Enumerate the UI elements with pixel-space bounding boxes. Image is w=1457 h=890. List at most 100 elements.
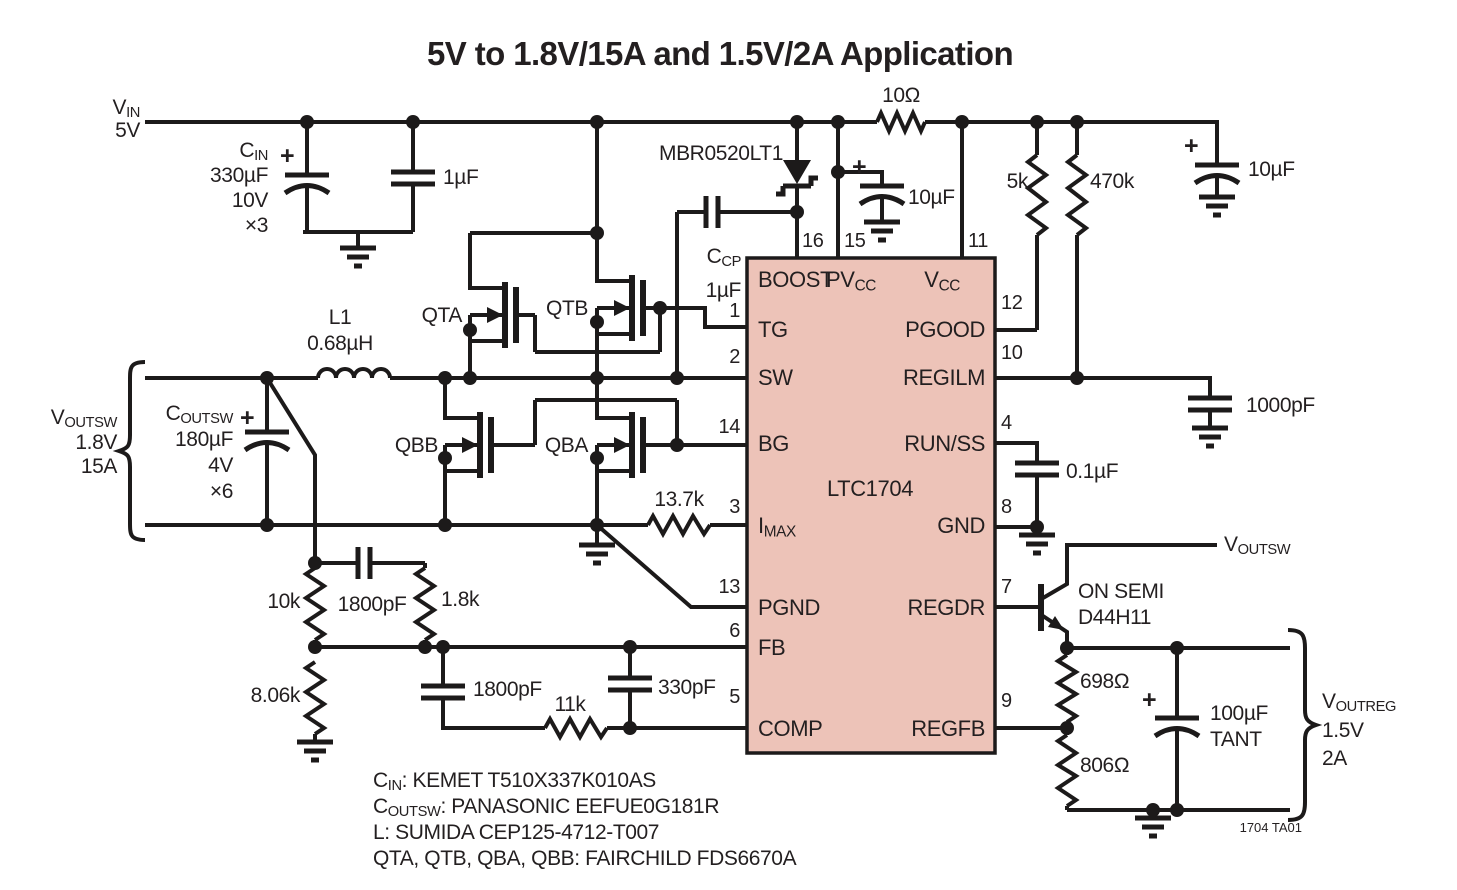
pgnd-rail <box>145 511 747 539</box>
ground-symbols <box>297 194 1235 839</box>
vin-label: VIN <box>112 96 141 122</box>
runss-gnd-branch <box>995 441 1059 535</box>
pvcc-cap-value: 10µF <box>908 186 955 209</box>
r806-value: 806Ω <box>1080 754 1130 777</box>
pin-number-14: 14 <box>718 416 741 438</box>
pin-number-6: 6 <box>729 620 740 642</box>
cin-label: CIN <box>239 139 268 165</box>
voutsw-brace <box>112 360 146 542</box>
cout-plus: + <box>1142 686 1157 714</box>
regilm-branch <box>995 376 1232 428</box>
r13k7-value: 13.7k <box>654 488 704 511</box>
pin-number-3: 3 <box>729 496 740 518</box>
junction-dots <box>260 115 1184 817</box>
ic-pin-imax: IMAX <box>758 513 796 541</box>
coutsw-capacitor <box>243 378 291 525</box>
boost-diode <box>776 122 818 258</box>
voutreg-voltage: 1.5V <box>1322 719 1364 742</box>
vin-decoupling-cap <box>1193 162 1241 197</box>
ic-pin-boost: BOOST <box>758 267 834 292</box>
resistor-13.7k <box>646 511 712 539</box>
ic-name: LTC1704 <box>826 476 914 501</box>
ccp-label: CCP <box>706 245 742 271</box>
voutsw-left-current: 15A <box>80 455 118 478</box>
ccp-value: 1µF <box>705 279 742 302</box>
pin-number-11: 11 <box>968 230 988 252</box>
ic-pin-bg: BG <box>758 431 789 456</box>
inductor-l1 <box>316 367 392 379</box>
figure-tag: 1704 TA01 <box>1239 820 1302 835</box>
pin-number-13: 13 <box>718 576 741 598</box>
ic-pin-pgnd: PGND <box>758 595 820 620</box>
pin-number-5: 5 <box>729 686 740 708</box>
vin-value: 5V <box>115 119 140 142</box>
regilm-cap-value: 1000pF <box>1246 394 1315 417</box>
ic-pin-runss: RUN/SS <box>904 431 985 456</box>
r11k-value: 11k <box>554 693 586 716</box>
pvcc-branch <box>836 122 906 258</box>
coutsw-plus: + <box>240 404 255 432</box>
ccp-capacitor <box>675 196 797 378</box>
cin-qty: ×3 <box>244 214 269 237</box>
r698-value: 698Ω <box>1080 670 1130 693</box>
voutreg-label: VOUTREG <box>1322 690 1397 716</box>
qta-label: QTA <box>421 304 463 327</box>
ic-pin-regilm: REGILM <box>903 365 985 390</box>
runss-cap-value: 0.1µF <box>1066 460 1119 483</box>
ic-pin-fb: FB <box>758 635 786 660</box>
feedback-tap <box>265 376 317 563</box>
ic-ltc1704-body <box>745 256 997 755</box>
vcc-cap-value: 10µF <box>1248 158 1295 181</box>
pin-number-1: 1 <box>729 300 740 322</box>
diode-partnumber: MBR0520LT1 <box>658 142 783 165</box>
r10-value: 10Ω <box>882 84 920 107</box>
c1800a-value: 1800pF <box>337 593 407 616</box>
r1k8-value: 1.8k <box>441 588 480 611</box>
ic-pin-regfb: REGFB <box>911 716 985 741</box>
r8k06-value: 8.06k <box>250 684 301 707</box>
cout-value: 100µF <box>1210 702 1268 725</box>
cin-plus: + <box>280 142 295 170</box>
ic-pin-vcc: VCC <box>924 267 960 295</box>
resistor-470k <box>1064 122 1090 378</box>
bypass-cap-value: 1µF <box>443 166 479 189</box>
pin-number-7: 7 <box>1001 576 1012 598</box>
coutsw-value: 180µF <box>175 428 233 451</box>
input-capacitors <box>283 122 435 248</box>
cin-voltage: 10V <box>231 189 269 212</box>
l1-value: 0.68µH <box>307 332 373 355</box>
mosfet-qbb <box>443 378 494 525</box>
pvcc-cap-plus: + <box>852 153 867 181</box>
qba-label: QBA <box>544 434 589 457</box>
ic-pin-pvcc: PVCC <box>826 267 876 295</box>
compensation-network <box>421 647 747 742</box>
coutsw-qty: ×6 <box>209 480 234 503</box>
bg-net <box>491 398 747 447</box>
qbb-label: QBB <box>394 434 439 457</box>
pin-number-4: 4 <box>1001 412 1012 434</box>
note-mosfets: QTA, QTB, QBA, QBB: FAIRCHILD FDS6670A <box>373 847 797 870</box>
voutreg-brace <box>1287 628 1323 822</box>
cout-type: TANT <box>1210 728 1262 751</box>
ic-pin-comp: COMP <box>758 716 823 741</box>
transistor-partnumber: D44H11 <box>1078 606 1152 629</box>
ic-pin-regdr: REGDR <box>907 595 986 620</box>
pin-number-12: 12 <box>1001 292 1023 314</box>
c330-value: 330pF <box>658 676 716 699</box>
coutsw-voltage: 4V <box>208 454 233 477</box>
pin-number-8: 8 <box>1001 496 1012 518</box>
ic-pin-gnd: GND <box>937 513 985 538</box>
vcc-cap-plus: + <box>1184 132 1199 160</box>
r470k-value: 470k <box>1090 170 1134 193</box>
note-cin: CIN: KEMET T510X337K010AS <box>373 769 656 795</box>
feedback-network <box>302 547 747 742</box>
pin-number-16: 16 <box>802 230 824 252</box>
mosfet-qtb <box>595 122 646 378</box>
voutsw-left-voltage: 1.8V <box>75 431 117 454</box>
voutsw-left-label: VOUTSW <box>50 406 118 432</box>
pin-number-15: 15 <box>844 230 866 252</box>
l1-label: L1 <box>328 306 352 329</box>
voutreg-current: 2A <box>1322 747 1347 770</box>
